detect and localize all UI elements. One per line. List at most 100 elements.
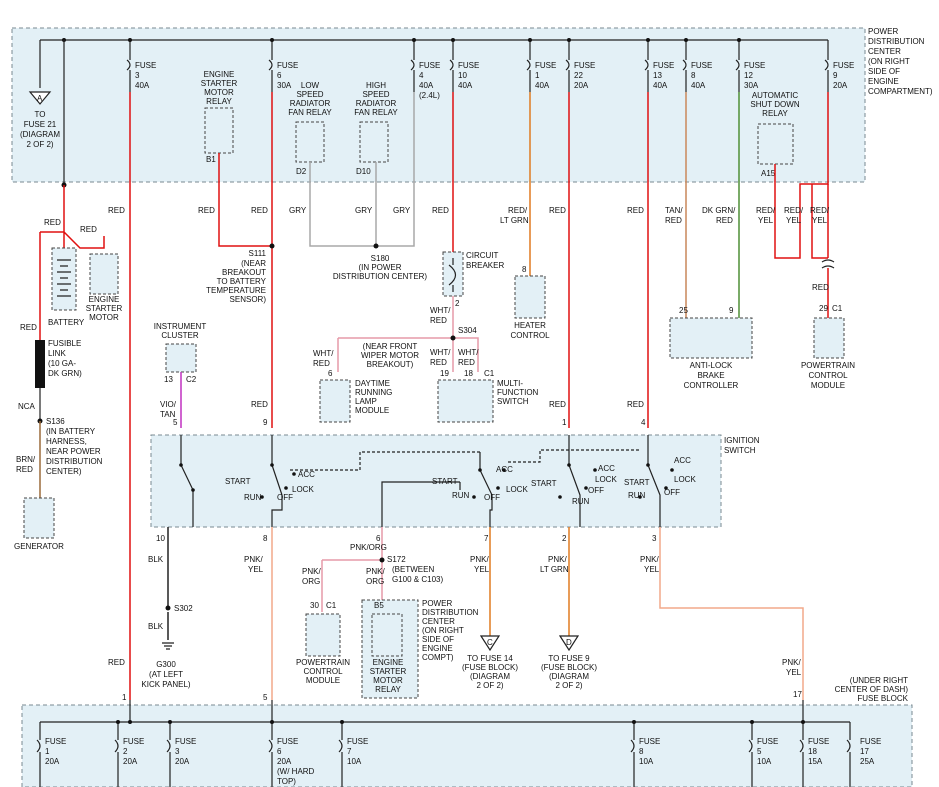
splice-dot	[373, 243, 379, 249]
pin-label: 4	[641, 418, 646, 427]
pos-acc-2: ACC	[496, 465, 513, 474]
pos-off-2: OFF	[484, 493, 500, 502]
splice-dot	[450, 335, 456, 341]
wire-label-wht-red: WHT/RED	[430, 306, 451, 325]
pos-run-3: RUN	[572, 497, 590, 506]
wire-label-wht-red: WHT/RED	[458, 348, 479, 367]
splice-dot	[165, 605, 171, 611]
wire-label-red: RED	[627, 400, 644, 409]
automatic-shut-down-relay	[757, 123, 794, 165]
pin-label: C2	[186, 375, 197, 384]
circuit-breaker	[442, 251, 464, 297]
splice-s304-label: S304	[458, 326, 477, 335]
pin-label: 8	[263, 534, 268, 543]
wht-red-wires	[337, 296, 479, 372]
pin-label: 19	[440, 369, 449, 378]
pin-label: B5	[374, 601, 384, 610]
pin-label: 6	[376, 534, 381, 543]
low-speed-fan-relay	[295, 121, 325, 163]
generator-label: GENERATOR	[14, 542, 64, 551]
connector-symbol	[821, 259, 835, 269]
wire-label-pnk-org: PNK/ORG	[302, 567, 321, 586]
connector-a-label: A	[37, 94, 43, 103]
pos-acc-1: ACC	[298, 470, 315, 479]
pin-label: 17	[793, 690, 802, 699]
wire-label-wht-red: WHT/RED	[313, 349, 334, 368]
pin-label: 6	[328, 369, 333, 378]
pin-label: 5	[263, 693, 268, 702]
connector-c-triangle	[479, 635, 501, 652]
anti-lock-brake-controller	[669, 317, 753, 359]
wire-label-red: RED	[198, 206, 215, 215]
pin-label: C1	[326, 601, 337, 610]
pos-off-1: OFF	[277, 493, 293, 502]
pin-label: 1	[562, 418, 567, 427]
powertrain-control-module-bottom	[305, 613, 341, 657]
wire-label-red-yel: RED/YEL	[756, 206, 776, 225]
pin-label: 18	[464, 369, 473, 378]
esm-relay-red-wire	[218, 153, 272, 247]
power-distribution-center-box	[11, 27, 866, 183]
pos-run-2: RUN	[452, 491, 470, 500]
wire-label-pnk-yel: PNK/YEL	[244, 555, 264, 574]
pos-off-3: OFF	[588, 486, 604, 495]
pos-start-2: START	[432, 477, 458, 486]
wire-label-red: RED	[812, 283, 829, 292]
pin-label: 30	[310, 601, 319, 610]
wire-label-blk: BLK	[148, 555, 164, 564]
wire-label-pnk-yel: PNK/YEL	[640, 555, 660, 574]
pin-b1: B1	[206, 155, 216, 164]
top-fuse-glyphs	[126, 40, 829, 92]
pin-label: 29	[819, 304, 828, 313]
pin-d10: D10	[356, 167, 371, 176]
pin-label: 3	[652, 534, 657, 543]
pin-label: 25	[679, 306, 688, 315]
splice-dot	[269, 243, 275, 249]
wire-label-pnk-org: PNK/ORG	[350, 543, 387, 552]
top-bus-dots	[62, 38, 741, 42]
wire-label-red: RED	[432, 206, 449, 215]
wire-label-red-yel: RED/YEL	[810, 206, 830, 225]
pos-lock-4: LOCK	[674, 475, 696, 484]
pin-label: 9	[729, 306, 734, 315]
fusible-link	[35, 340, 45, 388]
engine-starter-motor-relay-top	[204, 107, 234, 154]
pos-run-1: RUN	[244, 493, 262, 502]
pin-label: C1	[832, 304, 843, 313]
wire-label-red: RED	[251, 206, 268, 215]
wire-label-red: RED	[20, 323, 37, 332]
heater-control	[514, 275, 546, 319]
battery-label: BATTERY	[48, 318, 85, 327]
wire-label-gry: GRY	[289, 206, 307, 215]
